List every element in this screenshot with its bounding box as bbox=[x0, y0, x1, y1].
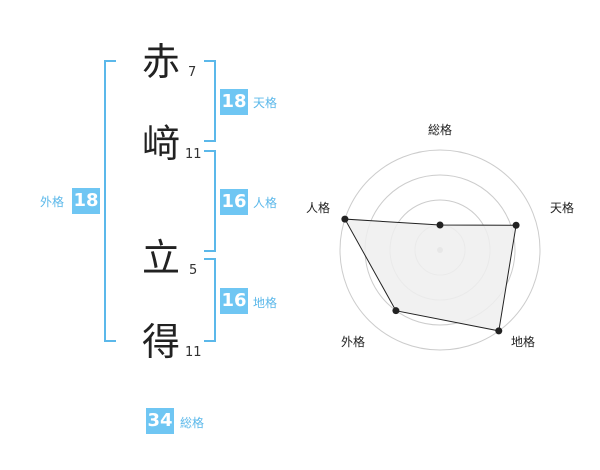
radar-axis-label-jinkaku: 人格 bbox=[306, 201, 331, 215]
gaikaku-label: 外格 bbox=[40, 195, 65, 209]
tenkaku-label: 天格 bbox=[253, 96, 278, 110]
jinkaku-bracket bbox=[204, 150, 216, 252]
chikaku-bracket bbox=[204, 258, 216, 342]
soukaku-value: 34 bbox=[146, 408, 174, 434]
radar-point-1 bbox=[436, 221, 444, 229]
stroke-count-1: 7 bbox=[188, 65, 197, 80]
stroke-count-2: 11 bbox=[185, 147, 202, 162]
radar-ring bbox=[339, 149, 541, 351]
radar-axis-label-soukaku: 総格 bbox=[428, 123, 453, 137]
jinkaku-label: 人格 bbox=[253, 196, 278, 210]
radar-point-2 bbox=[512, 221, 520, 229]
name-char-2: 﨑 bbox=[141, 122, 180, 166]
chikaku-value: 16 bbox=[220, 288, 248, 314]
tenkaku-bracket bbox=[204, 60, 216, 142]
soukaku-label: 総格 bbox=[180, 416, 205, 430]
gaikaku-value: 18 bbox=[72, 188, 100, 214]
chikaku-label: 地格 bbox=[253, 296, 278, 310]
radar-axis-label-tenkaku: 天格 bbox=[550, 201, 575, 215]
stroke-count-4: 11 bbox=[185, 345, 202, 360]
name-char-1: 赤 bbox=[141, 40, 180, 84]
radar-axis-label-chikaku: 地格 bbox=[511, 335, 536, 349]
radar-point-5 bbox=[341, 215, 349, 223]
radar-axis-label-gaikaku: 外格 bbox=[341, 335, 366, 349]
stroke-count-3: 5 bbox=[189, 263, 198, 278]
radar-point-4 bbox=[392, 307, 400, 315]
name-char-4: 得 bbox=[141, 320, 180, 364]
name-char-3: 立 bbox=[141, 236, 180, 280]
gaikaku-bracket bbox=[104, 60, 116, 342]
radar-chart bbox=[339, 149, 541, 351]
jinkaku-value: 16 bbox=[220, 189, 248, 215]
radar-area bbox=[344, 218, 517, 332]
radar-point-3 bbox=[495, 327, 503, 335]
tenkaku-value: 18 bbox=[220, 89, 248, 115]
